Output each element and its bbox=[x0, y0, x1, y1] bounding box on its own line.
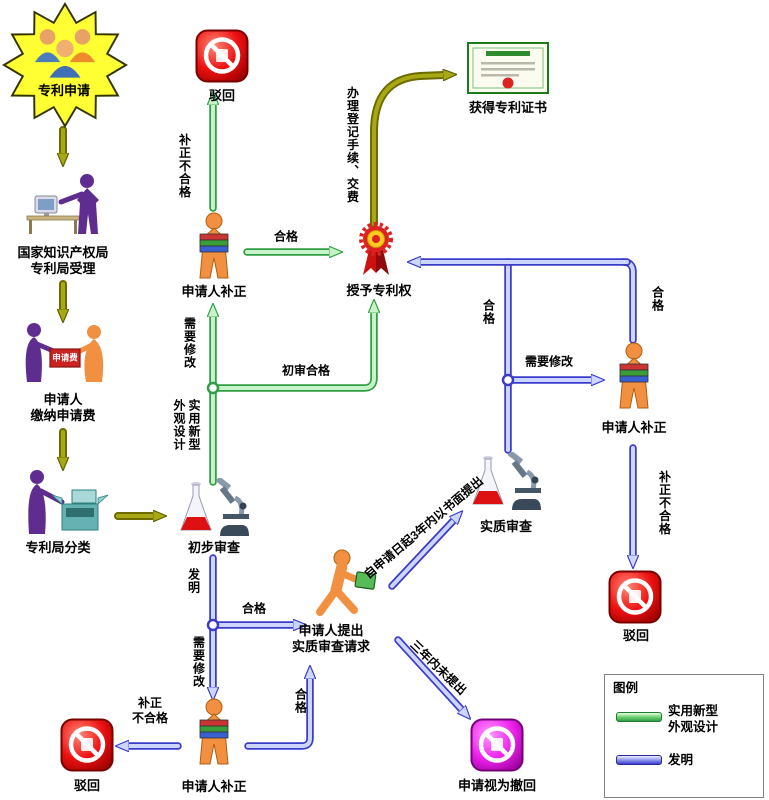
edge-label-correction-fail-top: 补正不合格 bbox=[177, 133, 192, 199]
reject-right-icon bbox=[608, 570, 662, 624]
substantive-label: 实质审查 bbox=[479, 518, 533, 534]
edge-label-utility-design: 实用新型 外观设计 bbox=[172, 399, 201, 451]
edge-label-need-modify-substantive: 需要修改 bbox=[524, 354, 574, 369]
reject-right-label: 驳回 bbox=[622, 627, 650, 643]
legend-title: 图例 bbox=[613, 681, 639, 695]
reject-top-icon bbox=[195, 29, 249, 83]
edge-label-prelim-qualified: 初审合格 bbox=[281, 363, 331, 378]
request-label: 申请人提出 实质审查请求 bbox=[291, 622, 371, 654]
edge-label-need-modify-invention: 需要修改 bbox=[191, 636, 206, 688]
edge-label-qualified-right: 合格 bbox=[650, 286, 665, 312]
edge-label-correction-fail-right: 补正不合格 bbox=[657, 470, 672, 536]
edge-label-invention: 发明 bbox=[186, 568, 201, 594]
legend-utility-design-swatch bbox=[616, 712, 662, 722]
reject-bottom-icon bbox=[60, 718, 114, 772]
pay-fee-icon bbox=[25, 323, 104, 382]
edge-grant-to-certificate bbox=[370, 75, 444, 228]
reject-bottom-label: 驳回 bbox=[73, 777, 101, 793]
fee-box-label: 申请费 bbox=[52, 352, 78, 363]
edge-label-qualified-bottom: 合格 bbox=[293, 688, 308, 714]
edge-label-qualified-top: 合格 bbox=[273, 229, 299, 244]
withdrawn-label: 申请视为撤回 bbox=[457, 777, 537, 793]
edge-correction-bottom-to-request bbox=[244, 678, 310, 750]
grant-label: 授予专利权 bbox=[346, 282, 412, 298]
office-reception-icon bbox=[26, 174, 99, 234]
fee-box bbox=[49, 348, 81, 368]
correction-right-label: 申请人补正 bbox=[601, 419, 667, 435]
fee-label: 申请人 缴纳申请费 bbox=[30, 391, 96, 423]
edge-request-to-substantive bbox=[388, 520, 454, 590]
preliminary-label: 初步审查 bbox=[187, 539, 241, 555]
edge-label-correction-fail-bottom: 补正 不合格 bbox=[131, 696, 169, 725]
certificate-label: 获得专利证书 bbox=[468, 99, 548, 115]
reject-top-label: 驳回 bbox=[208, 87, 236, 103]
edge-label-register-pay: 办理登记手续、交费 bbox=[345, 86, 360, 204]
request-walking-icon bbox=[316, 549, 377, 616]
legend-invention-swatch bbox=[616, 755, 662, 765]
correction-bottom-label: 申请人补正 bbox=[181, 778, 247, 794]
correction-person-bottom-icon bbox=[189, 698, 239, 768]
withdrawn-icon bbox=[470, 718, 524, 772]
edge-label-need-modify-prelim: 需要修改 bbox=[182, 317, 197, 369]
legend-invention-label: 发明 bbox=[668, 753, 694, 767]
edge-label-qualified-substantive: 合格 bbox=[481, 299, 496, 325]
start-label: 专利申请 bbox=[37, 82, 91, 98]
classification-icon bbox=[28, 470, 109, 534]
starburst-icon bbox=[2, 2, 128, 128]
junction-blue-substantive bbox=[501, 373, 515, 387]
legend-box bbox=[604, 674, 764, 798]
edge-prelim-qualified-to-grant bbox=[209, 312, 374, 392]
preliminary-exam-icon bbox=[178, 478, 250, 538]
junction-blue-invention bbox=[206, 618, 220, 632]
correction-person-top-icon bbox=[189, 212, 239, 282]
junction-green bbox=[206, 381, 220, 395]
legend-utility-design-label: 实用新型 外观设计 bbox=[668, 704, 719, 734]
correction-person-right-icon bbox=[609, 342, 659, 412]
edge-correction-right-up bbox=[619, 258, 637, 344]
edge-request-to-withdrawn bbox=[394, 636, 462, 710]
certificate-icon bbox=[467, 42, 549, 94]
grant-medal-icon bbox=[359, 222, 393, 275]
correction-top-label: 申请人补正 bbox=[181, 283, 247, 299]
office-label: 国家知识产权局 专利局受理 bbox=[17, 244, 109, 276]
edge-label-qualified-invention: 合格 bbox=[241, 601, 267, 616]
classify-label: 专利局分类 bbox=[25, 539, 91, 555]
applicants-icon bbox=[34, 29, 96, 78]
